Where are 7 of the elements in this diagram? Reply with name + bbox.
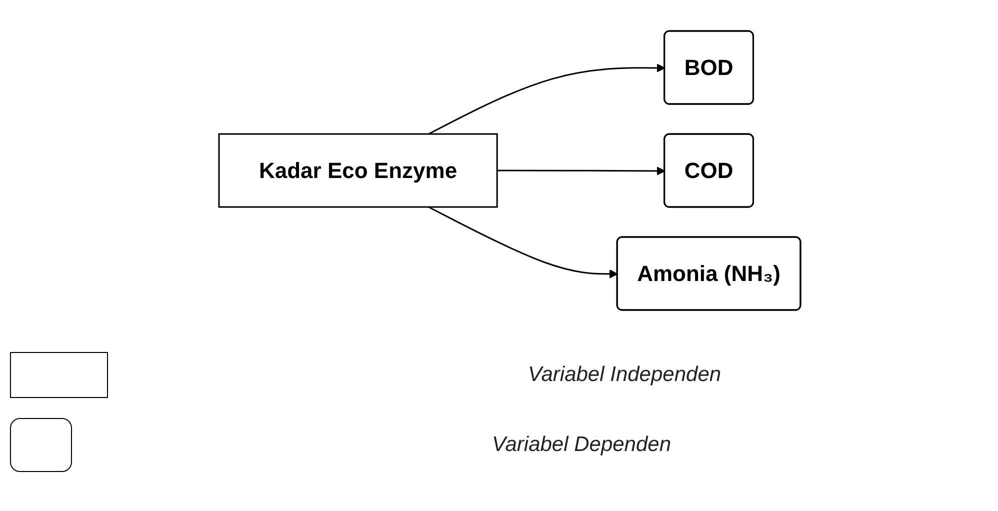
arrow: [428, 63, 666, 134]
flowchart-diagram: Kadar Eco Enzyme BOD COD Amonia (NH₃): [211, 22, 809, 318]
legend-text: Variabel Dependen: [492, 433, 672, 457]
legend-text: Variabel Independen: [528, 363, 722, 387]
arrow: [428, 206, 618, 278]
node-box: [218, 132, 498, 208]
arrow: [497, 166, 666, 175]
